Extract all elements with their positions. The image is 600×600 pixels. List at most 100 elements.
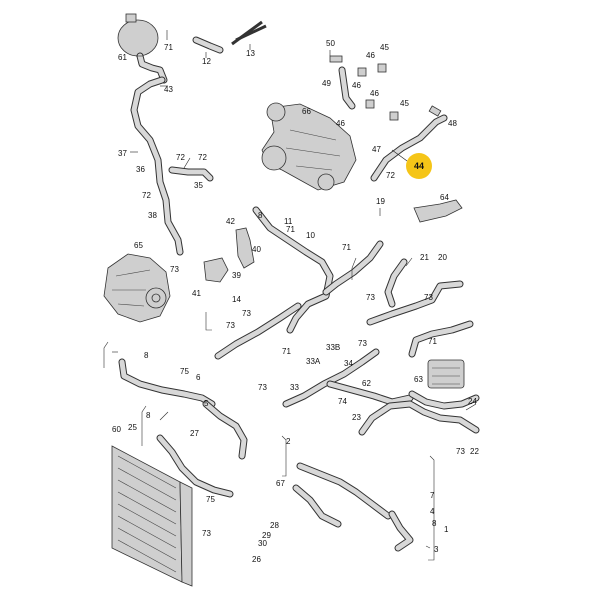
highlight-44-circle [406, 153, 432, 179]
label: 71 [286, 225, 295, 234]
hose-5 [118, 358, 216, 408]
label: 71 [428, 337, 437, 346]
label: 73 [242, 309, 251, 318]
radiator-60 [111, 445, 193, 587]
hose-left-vertical [130, 76, 184, 256]
label: 33B [326, 343, 340, 352]
label: 30 [258, 539, 267, 548]
label: 63 [414, 375, 423, 384]
label: 73 [226, 321, 235, 330]
hose-right-mid [366, 280, 464, 326]
hose-12 [192, 36, 224, 54]
label: 73 [170, 265, 179, 274]
label: 64 [440, 193, 449, 202]
pipe-33 [282, 348, 380, 408]
expansion-tank [117, 13, 168, 84]
label: 60 [112, 425, 121, 434]
hose-44 [370, 114, 448, 182]
label: 73 [258, 383, 267, 392]
label: 26 [252, 555, 261, 564]
label: 41 [192, 289, 201, 298]
label: 74 [338, 397, 347, 406]
label: 73 [456, 447, 465, 456]
water-pump-65 [103, 253, 171, 323]
pipe-10 [252, 206, 334, 334]
label: 61 [118, 53, 127, 62]
hose-75 [202, 400, 248, 460]
label: 11 [284, 217, 293, 226]
label: 71 [282, 347, 291, 356]
label: 73 [358, 339, 367, 348]
hose-24 [408, 390, 480, 410]
label: 37 [118, 149, 127, 158]
label: 71 [164, 43, 173, 52]
label: 6 [196, 373, 201, 382]
label: 46 [352, 81, 361, 90]
group-brackets [103, 257, 435, 561]
label: 72 [386, 171, 395, 180]
label: 72 [176, 153, 185, 162]
label: 46 [336, 119, 345, 128]
label: 33A [306, 357, 321, 366]
label: 65 [134, 241, 143, 250]
label: 42 [226, 217, 235, 226]
label: 35 [194, 181, 203, 190]
label: 28 [270, 521, 279, 530]
label: 22 [470, 447, 479, 456]
label: 50 [326, 39, 335, 48]
label: 39 [232, 271, 241, 280]
label: 21 [420, 253, 429, 262]
label: 36 [136, 165, 145, 174]
label: 8 [432, 519, 437, 528]
pipe-14 [214, 302, 302, 360]
label: 24 [468, 397, 477, 406]
label: 38 [148, 211, 157, 220]
thermostat-39 [203, 257, 229, 283]
label: 49 [322, 79, 331, 88]
label: 72 [142, 191, 151, 200]
label: 73 [202, 529, 211, 538]
label: 20 [438, 253, 447, 262]
clips-46 [329, 55, 442, 121]
label: 3 [434, 545, 439, 554]
label: 8 [144, 351, 149, 360]
label: 29 [262, 531, 271, 540]
label: 45 [400, 99, 409, 108]
label: 2 [286, 437, 291, 446]
label: 66 [302, 107, 311, 116]
label: 47 [372, 145, 381, 154]
label: 43 [164, 85, 173, 94]
label: 13 [246, 49, 255, 58]
label: 62 [362, 379, 371, 388]
label: 19 [376, 197, 385, 206]
label: 73 [424, 293, 433, 302]
label: 40 [252, 245, 261, 254]
label: 67 [276, 479, 285, 488]
label: 33 [290, 383, 299, 392]
hose-35 [168, 166, 214, 182]
label: 75 [206, 495, 215, 504]
hose-3 [388, 510, 414, 552]
label: 75 [180, 367, 189, 376]
label: 4 [430, 507, 435, 516]
oil-cooler-63 [427, 359, 465, 389]
hose-23 [358, 400, 480, 436]
pipe-13 [231, 20, 267, 46]
label: 48 [448, 119, 457, 128]
label: 45 [380, 43, 389, 52]
label: 71 [342, 243, 351, 252]
hose-7 [296, 462, 392, 520]
label: 72 [198, 153, 207, 162]
label: 5 [204, 399, 209, 408]
label: 34 [344, 359, 353, 368]
hose-4 [292, 484, 342, 528]
hose-25 [156, 434, 234, 498]
label: 8 [146, 411, 151, 420]
label: 10 [306, 231, 315, 240]
part-64 [413, 199, 463, 223]
label: 1 [444, 525, 449, 534]
label: 73 [366, 293, 375, 302]
pipe-74 [326, 380, 414, 406]
label: 14 [232, 295, 241, 304]
